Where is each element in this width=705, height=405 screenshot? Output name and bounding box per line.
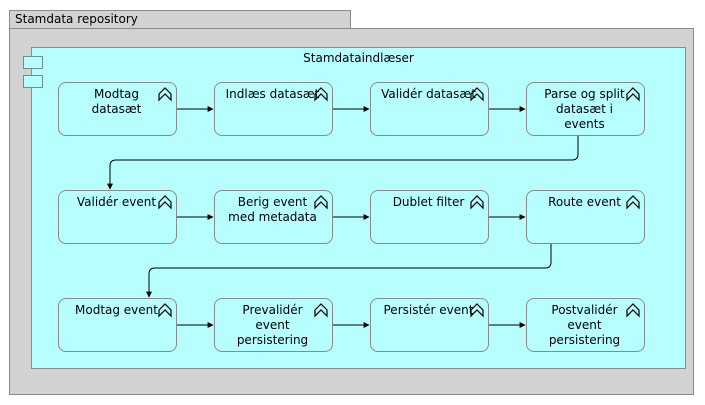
flow-arrow-8-9[interactable] (146, 244, 552, 298)
process-chevron-icon (314, 195, 328, 210)
process-label: Validér datasæt (381, 87, 476, 101)
repository-title: Stamdata repository (15, 12, 138, 26)
process-chevron-icon (470, 87, 484, 102)
process-chevron-icon (158, 87, 172, 102)
process-valider-event[interactable]: Validér event (58, 190, 177, 244)
process-postvalider-event[interactable]: Postvalidér event persistering (526, 298, 645, 352)
process-modtag-datasaet[interactable]: Modtag datasæt (58, 82, 177, 136)
process-label: Route event (548, 195, 621, 209)
process-modtag-event[interactable]: Modtag event (58, 298, 177, 352)
process-label: Validér event (76, 195, 157, 209)
process-chevron-icon (158, 195, 172, 210)
process-chevron-icon (314, 303, 328, 318)
process-chevron-icon (626, 303, 640, 318)
process-label: Prevalidér event persistering (236, 303, 309, 347)
process-label: Persistér event (383, 303, 474, 317)
process-label: Modtag datasæt (91, 87, 142, 116)
component-port-top (23, 56, 43, 69)
process-route-event[interactable]: Route event (526, 190, 645, 244)
component-port-bottom (23, 75, 43, 88)
process-prevalider-event[interactable]: Prevalidér event persistering (214, 298, 333, 352)
process-chevron-icon (314, 87, 328, 102)
process-indlaes-datasaet[interactable]: Indlæs datasæt (214, 82, 333, 136)
process-chevron-icon (470, 195, 484, 210)
process-label: Parse og split datasæt i events (544, 87, 625, 131)
process-label: Indlæs datasæt (225, 87, 320, 101)
process-chevron-icon (470, 303, 484, 318)
process-chevron-icon (626, 87, 640, 102)
process-label: Berig event med metadata (228, 195, 317, 224)
process-chevron-icon (626, 195, 640, 210)
process-dublet-filter[interactable]: Dublet filter (370, 190, 489, 244)
component-title: Stamdataindlæser (303, 51, 414, 65)
flow-arrow-4-5[interactable] (107, 136, 579, 190)
process-label: Dublet filter (392, 195, 465, 209)
process-chevron-icon (158, 303, 172, 318)
process-label: Modtag event (75, 303, 158, 317)
process-persister-event[interactable]: Persistér event (370, 298, 489, 352)
process-parse-og-split[interactable]: Parse og split datasæt i events (526, 82, 645, 136)
process-label: Postvalidér event persistering (548, 303, 621, 347)
process-berig-event[interactable]: Berig event med metadata (214, 190, 333, 244)
process-valider-datasaet[interactable]: Validér datasæt (370, 82, 489, 136)
